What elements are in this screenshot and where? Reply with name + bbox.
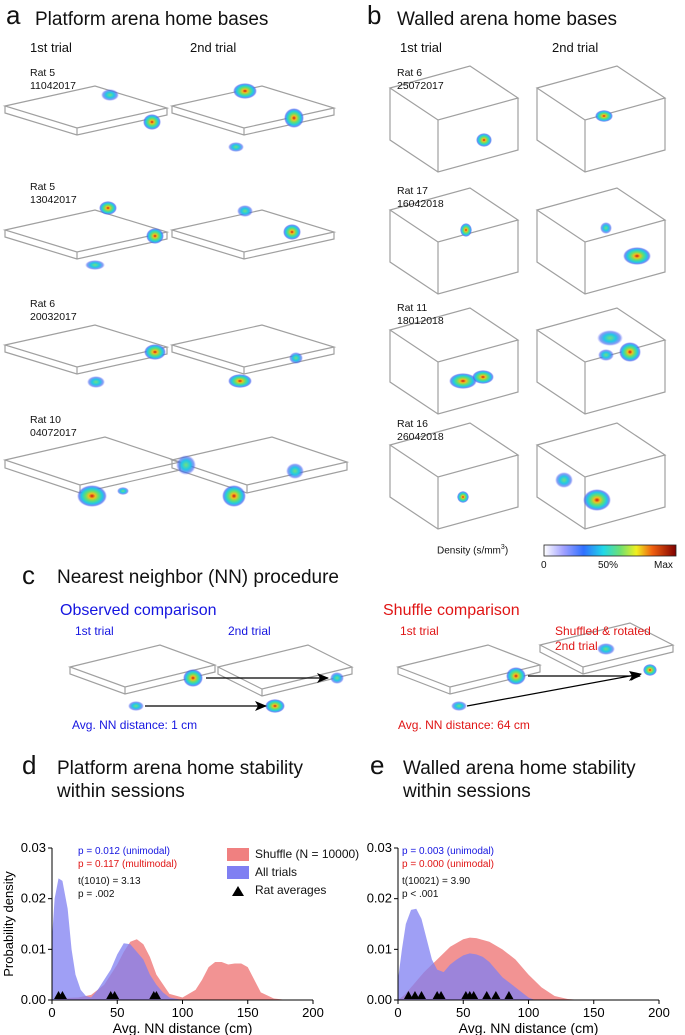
panel-c-letter: c bbox=[22, 560, 35, 590]
legend-all-trials: All trials bbox=[255, 865, 298, 879]
arena-b1-t2 bbox=[535, 65, 667, 173]
chart-d-t-stat: t(1010) = 3.13 bbox=[78, 876, 141, 887]
chart-e-t-p: p < .001 bbox=[402, 889, 439, 900]
arena-a1-t2 bbox=[169, 85, 337, 136]
observed-title: Observed comparison bbox=[60, 602, 217, 619]
arena-a3-t1 bbox=[2, 324, 170, 375]
panel-b-title: Walled arena home bases bbox=[397, 9, 618, 30]
arena-a1-t1 bbox=[2, 85, 170, 136]
arena-b2-t2 bbox=[535, 187, 667, 295]
colorbar-tick-0: 0 bbox=[541, 560, 547, 571]
panel-b-heatmaps bbox=[449, 110, 651, 511]
colorbar-label: Density (s/mm3) bbox=[437, 544, 509, 557]
panel-c-heatmaps bbox=[128, 643, 657, 713]
panel-c-title: Nearest neighbor (NN) procedure bbox=[57, 567, 339, 588]
arena-b4-t2 bbox=[535, 422, 667, 530]
chart-d-p-unimodal: p = 0.012 (unimodal) bbox=[78, 846, 171, 857]
arena-c-obs-t1 bbox=[67, 644, 218, 695]
chart-d-t-p: p = .002 bbox=[78, 889, 115, 900]
panel-e-letter: e bbox=[370, 750, 385, 780]
shuffle-trial1: 1st trial bbox=[400, 624, 439, 638]
panel-b-arenas bbox=[388, 65, 667, 530]
chart-e-t-stat: t(10021) = 3.90 bbox=[402, 876, 471, 887]
panel-c-arrows bbox=[145, 671, 642, 711]
chart-e-p-first: p = 0.003 (unimodal) bbox=[402, 846, 495, 857]
observed-trial2: 2nd trial bbox=[228, 624, 271, 638]
arena-a2-t1 bbox=[2, 209, 170, 260]
observed-result: Avg. NN distance: 1 cm bbox=[72, 718, 198, 732]
panel-d-letter: d bbox=[22, 750, 37, 780]
arena-b2-t1 bbox=[388, 187, 520, 295]
panel-c-arenas bbox=[67, 622, 675, 697]
legend-shuffle: Shuffle (N = 10000) bbox=[255, 847, 360, 861]
shuffle-title: Shuffle comparison bbox=[383, 602, 520, 619]
arena-a2-t2 bbox=[169, 209, 337, 260]
panel-b-trial1: 1st trial bbox=[400, 40, 442, 55]
arrow-shuf-lower bbox=[466, 671, 642, 707]
panel-a-arenas bbox=[2, 85, 350, 494]
panel-b-letter: b bbox=[367, 0, 382, 30]
panel-a-trial2: 2nd trial bbox=[190, 40, 237, 55]
arena-b3-t2 bbox=[535, 307, 667, 415]
panel-a-title: Platform arena home bases bbox=[35, 9, 269, 30]
arena-a3-t2 bbox=[169, 324, 337, 375]
arena-c-shuf-t1 bbox=[395, 644, 543, 695]
arena-b3-t1 bbox=[388, 307, 520, 415]
panel-b-trial2: 2nd trial bbox=[552, 40, 599, 55]
colorbar-tick-50: 50% bbox=[598, 560, 619, 571]
panel-a-letter: a bbox=[6, 0, 21, 30]
arena-a4-t2 bbox=[169, 436, 350, 494]
chart-d-p-multimodal: p = 0.117 (multimodal) bbox=[78, 859, 178, 870]
arena-c-obs-t2 bbox=[216, 644, 354, 697]
arena-b4-t1 bbox=[388, 422, 520, 530]
panel-a-trial1: 1st trial bbox=[30, 40, 72, 55]
chart-e-p-second: p = 0.000 (unimodal) bbox=[402, 859, 495, 870]
arena-c-shuf-t2 bbox=[538, 622, 675, 675]
legend-rat-averages: Rat averages bbox=[255, 883, 327, 897]
observed-trial1: 1st trial bbox=[75, 624, 114, 638]
panel-a-heatmaps bbox=[77, 83, 304, 507]
arena-b1-t1 bbox=[388, 65, 520, 173]
shuffle-result: Avg. NN distance: 64 cm bbox=[398, 718, 530, 732]
colorbar bbox=[543, 544, 677, 557]
colorbar-tick-max: Max bbox=[654, 560, 673, 571]
arena-a4-t1 bbox=[2, 436, 183, 494]
